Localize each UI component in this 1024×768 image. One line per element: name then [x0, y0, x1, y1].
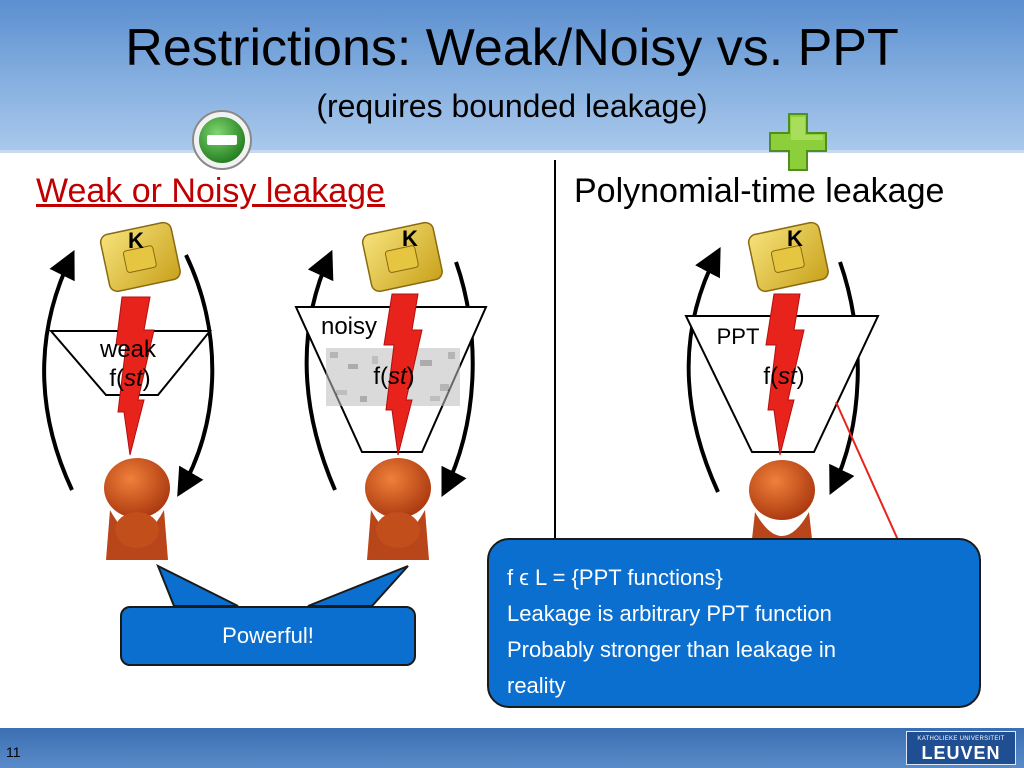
- svg-text:f(st): f(st): [109, 365, 150, 392]
- smartcard-icon: [747, 221, 829, 293]
- svg-text:f(st): f(st): [763, 363, 804, 390]
- leakage-bolt: [765, 293, 805, 456]
- column-divider: [554, 160, 556, 545]
- func-prefix: f(: [109, 365, 124, 392]
- func-arg: st: [778, 363, 798, 390]
- page-number: 11: [6, 744, 21, 760]
- noisy-label: noisy: [321, 313, 377, 340]
- leakage-bolt: [383, 293, 423, 456]
- powerful-callout: Powerful!: [120, 606, 416, 666]
- slide-header: [0, 0, 1024, 150]
- ppt-info-callout: f ϵ L = {PPT functions} Leakage is arbit…: [487, 538, 981, 708]
- func-suffix: ): [143, 365, 151, 392]
- info-line: Probably stronger than leakage in: [507, 637, 836, 662]
- ppt-heading: Polynomial-time leakage: [574, 172, 945, 210]
- func-suffix: ): [407, 363, 415, 390]
- smartcard-icon: [99, 221, 181, 293]
- minus-circle-icon: [192, 110, 252, 170]
- slide-title: Restrictions: Weak/Noisy vs. PPT: [125, 19, 899, 77]
- weak-diagram: K weak f(st): [42, 221, 215, 560]
- slide-subtitle: (requires bounded leakage): [316, 88, 708, 124]
- func-prefix: f(: [373, 363, 388, 390]
- noisy-diagram: K noisy f(st): [294, 221, 488, 560]
- weak-noisy-heading: Weak or Noisy leakage: [36, 172, 385, 210]
- info-line: f ϵ L = {PPT functions}: [507, 565, 723, 590]
- key-label: K: [128, 228, 144, 253]
- adversary-figure: [749, 460, 815, 548]
- plus-icon: [769, 113, 827, 171]
- info-line: reality: [507, 673, 566, 698]
- adversary-figure: [365, 458, 431, 560]
- ppt-diagram: K PPT f(st): [684, 221, 899, 548]
- callout-tail-right: [307, 565, 409, 607]
- func-arg: st: [124, 365, 144, 392]
- weak-label: weak: [99, 336, 157, 363]
- func-arg: st: [388, 363, 408, 390]
- adversary-figure: [104, 458, 170, 560]
- smartcard-icon: [361, 221, 443, 293]
- pointer-line: [835, 401, 899, 541]
- logo-small-text: KATHOLIEKE UNIVERSITEIT: [917, 736, 1005, 742]
- key-label: K: [402, 226, 418, 251]
- func-prefix: f(: [763, 363, 778, 390]
- logo-big-text: LEUVEN: [921, 743, 1001, 763]
- svg-text:f(st): f(st): [373, 363, 414, 390]
- ppt-label: PPT: [717, 324, 760, 349]
- header-rule: [0, 150, 1024, 153]
- slide-footer: [0, 728, 1024, 768]
- func-suffix: ): [797, 363, 805, 390]
- info-line: Leakage is arbitrary PPT function: [507, 601, 832, 626]
- callout-tail-left: [156, 563, 239, 607]
- university-logo: KATHOLIEKE UNIVERSITEIT LEUVEN: [906, 731, 1016, 765]
- key-label: K: [787, 226, 803, 251]
- leakage-bolt: [115, 296, 155, 456]
